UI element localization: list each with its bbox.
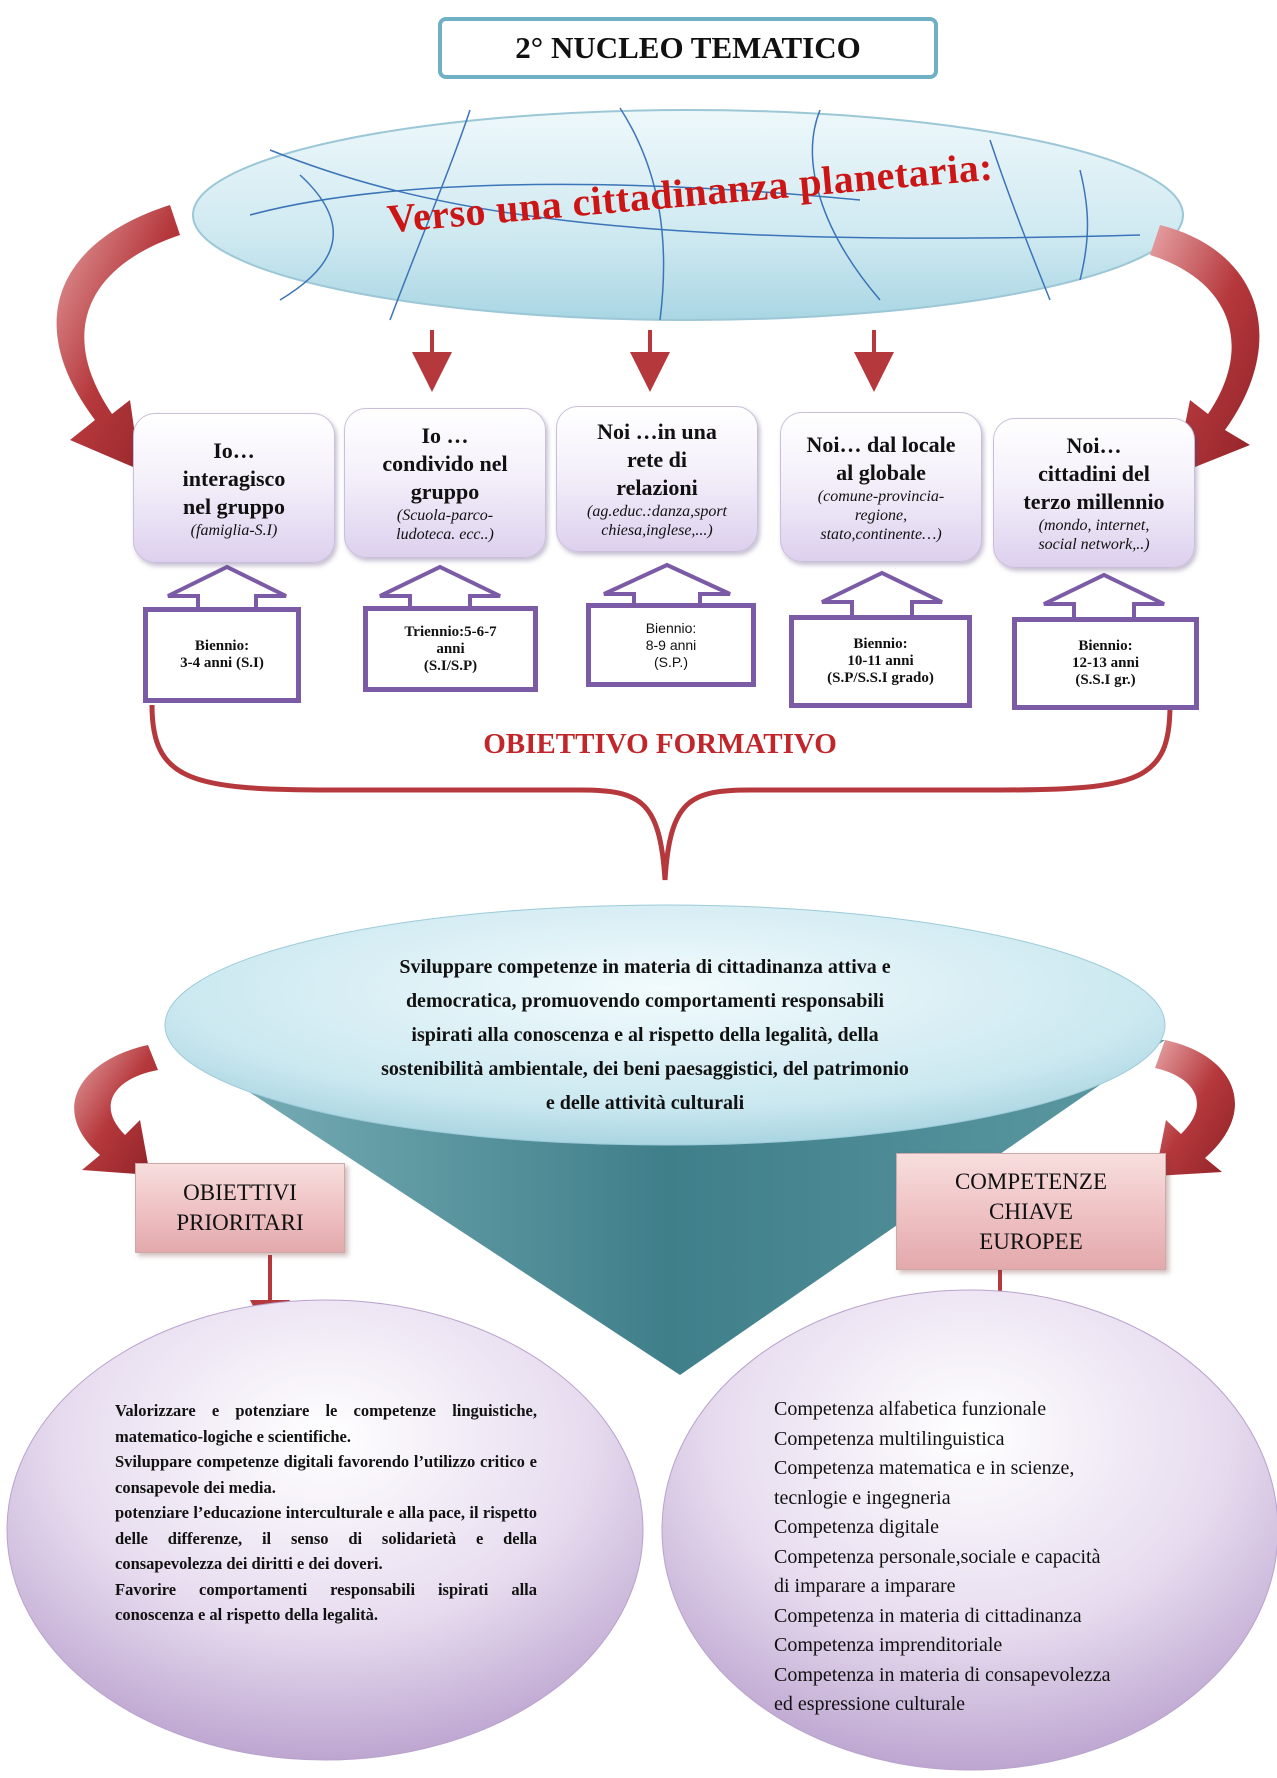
- main-objective: Sviluppare competenze in materia di citt…: [305, 950, 985, 1130]
- age-box: Biennio: 3-4 anni (S.I): [143, 607, 301, 703]
- competence-line: Competenza matematica e in scienze,: [774, 1457, 1075, 1479]
- competence-line: Competenza imprenditoriale: [774, 1634, 1003, 1656]
- stage-detail: (comune-provincia-: [817, 487, 945, 505]
- age-box: Biennio: 10-11 anni (S.P/S.S.I grado): [789, 615, 972, 708]
- tag-line: PRIORITARI: [176, 1210, 304, 1235]
- stage-heading: Noi… dal locale: [806, 431, 956, 457]
- stage-card: Io … condivido nel gruppo (Scuola-parco-…: [344, 408, 546, 558]
- main-objective-line: Sviluppare competenze in materia di citt…: [399, 956, 891, 978]
- priority-item: Favorire comportamenti responsabili ispi…: [115, 1579, 537, 1625]
- obiettivi-prioritari-tag: OBIETTIVI PRIORITARI: [135, 1163, 345, 1253]
- priority-item: Sviluppare competenze digitali favorendo…: [115, 1452, 537, 1497]
- tag-line: EUROPEE: [979, 1228, 1083, 1254]
- age-box: Biennio: 8-9 anni (S.P.): [586, 603, 756, 687]
- main-objective-line: e delle attività culturali: [545, 1092, 745, 1114]
- stage-detail: (ag.educ.:danza,sport: [587, 503, 727, 520]
- main-objective-line: democratica, promuovendo comportamenti r…: [405, 990, 885, 1012]
- right-curved-arrow: [1150, 225, 1260, 475]
- priority-oval: [6, 1299, 644, 1761]
- stage-heading: gruppo: [410, 479, 480, 504]
- stage-heading: cittadini del: [1038, 461, 1150, 486]
- globe-down-arrows: [412, 330, 894, 392]
- age-line: (S.P.): [654, 653, 688, 670]
- lower-left-arrow: [74, 1045, 158, 1175]
- age-line: Biennio:: [194, 638, 250, 654]
- competence-oval: [661, 1289, 1277, 1771]
- age-line: 10-11 anni: [847, 653, 914, 669]
- stage-heading: Io…: [213, 437, 255, 463]
- page-title: 2° NUCLEO TEMATICO: [438, 17, 938, 79]
- stage-heading: al globale: [836, 459, 926, 485]
- main-objective-line: ispirati alla conoscenza e al rispetto d…: [411, 1024, 879, 1046]
- competenze-chiave-tag: COMPETENZE CHIAVE EUROPEE: [896, 1153, 1166, 1270]
- stage-card: Noi… dal locale al globale (comune-provi…: [780, 412, 982, 562]
- stage-detail: (famiglia-S.I): [190, 521, 278, 539]
- age-line: 8-9 anni: [645, 636, 697, 653]
- age-line: Biennio:: [1078, 638, 1133, 654]
- globe-ellipse: [192, 107, 1184, 321]
- lower-right-arrow: [1155, 1040, 1235, 1176]
- age-line: Triennio:5-6-7: [404, 623, 497, 640]
- stage-heading: rete di: [626, 447, 688, 472]
- main-objective-line: sostenibilità ambientale, dei beni paesa…: [381, 1058, 909, 1080]
- age-line: Biennio:: [853, 636, 908, 652]
- competence-line: Competenza personale,sociale e capacità: [774, 1545, 1101, 1568]
- priority-item: Valorizzare e potenziare le competenze l…: [115, 1401, 537, 1446]
- stage-card: Noi …in una rete di relazioni (ag.educ.:…: [556, 406, 758, 552]
- stage-detail: chiesa,inglese,...): [601, 522, 713, 539]
- stage-card: Noi… cittadini del terzo millennio (mond…: [993, 418, 1195, 568]
- age-line: (S.I/S.P): [423, 657, 478, 674]
- hollow-up-arrows: [167, 562, 1165, 620]
- tag-line: OBIETTIVI: [183, 1180, 297, 1205]
- priority-item: potenziare l’educazione interculturale e…: [115, 1503, 537, 1573]
- age-line: 3-4 anni (S.I): [180, 655, 264, 671]
- age-line: anni: [436, 640, 465, 657]
- stage-detail: (mondo, internet,: [1038, 517, 1150, 534]
- tag-line: COMPETENZE: [954, 1168, 1108, 1194]
- stage-detail: regione,: [854, 506, 908, 524]
- tag-line: CHIAVE: [989, 1198, 1073, 1224]
- competence-line: di imparare a imparare: [774, 1575, 956, 1597]
- stage-detail: ludoteca. ecc..): [396, 526, 494, 543]
- age-box: Biennio: 12-13 anni (S.S.I gr.): [1012, 617, 1199, 710]
- obiettivo-formativo-label: OBIETTIVO FORMATIVO: [483, 728, 837, 760]
- age-line: (S.P/S.S.I grado): [827, 670, 934, 686]
- stage-heading: relazioni: [616, 475, 698, 500]
- stage-heading: terzo millennio: [1023, 489, 1165, 514]
- central-lens: [164, 904, 1166, 1146]
- age-line: (S.S.I gr.): [1075, 672, 1136, 688]
- competence-line: tecnlogie e ingegneria: [774, 1486, 951, 1509]
- stage-heading: Noi…: [1066, 433, 1122, 458]
- stage-heading: interagisco: [182, 465, 286, 491]
- priority-list: Valorizzare e potenziare le competenze l…: [115, 1398, 537, 1628]
- key-competences-list: Competenza alfabetica funzionale Compete…: [774, 1395, 1194, 1720]
- competence-line: Competenza multilinguistica: [774, 1427, 1005, 1450]
- stage-detail: (Scuola-parco-: [396, 507, 494, 524]
- bracket-brace: [149, 704, 1173, 881]
- competence-line: Competenza digitale: [774, 1516, 939, 1538]
- age-box: Triennio:5-6-7 anni (S.I/S.P): [363, 606, 538, 692]
- stage-heading: nel gruppo: [182, 493, 286, 519]
- competence-line: Competenza in materia di consapevolezza: [774, 1663, 1111, 1686]
- stage-detail: social network,..): [1038, 536, 1150, 553]
- competence-line: Competenza in materia di cittadinanza: [774, 1604, 1082, 1627]
- competence-line: Competenza alfabetica funzionale: [774, 1398, 1047, 1420]
- stage-heading: Io …: [421, 423, 469, 448]
- stage-heading: condivido nel: [382, 451, 508, 476]
- stage-heading: Noi …in una: [597, 419, 717, 444]
- age-line: 12-13 anni: [1071, 655, 1140, 671]
- age-line: Biennio:: [645, 619, 697, 636]
- stage-card: Io… interagisco nel gruppo (famiglia-S.I…: [133, 413, 335, 563]
- stage-detail: stato,continente…): [820, 525, 942, 543]
- competence-line: ed espressione culturale: [774, 1693, 966, 1715]
- left-curved-arrow: [56, 205, 180, 470]
